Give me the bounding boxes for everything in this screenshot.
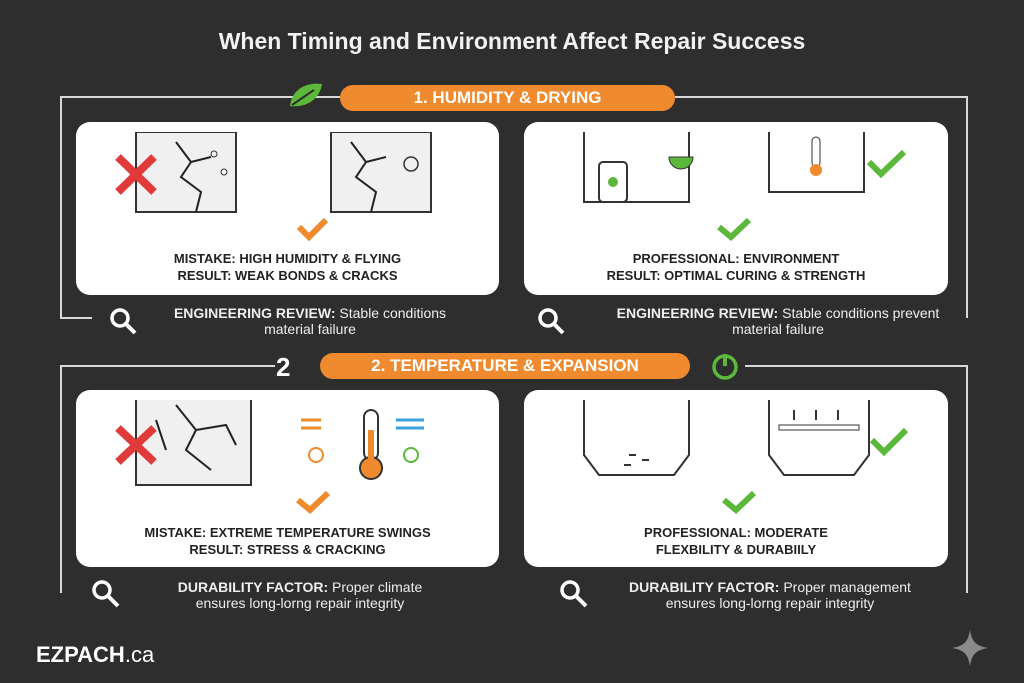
result-text: RESULT: STRESS & CRACKING [189, 542, 386, 557]
section-number: 2 [276, 352, 291, 382]
cracked-wall-thermometer-illustration [115, 400, 424, 515]
review-text: ensures long-lorng repair integrity [195, 595, 405, 611]
magnifier-icon [92, 580, 120, 608]
engineering-review-note: ENGINEERING REVIEW: Stable conditions pr… [578, 305, 978, 337]
logo-suffix: .ca [124, 642, 155, 667]
mistake-text: MISTAKE: HIGH HUMIDITY & FLYING [173, 251, 402, 266]
magnifier-icon [110, 308, 137, 335]
divider [745, 365, 968, 367]
magnifier-icon [538, 308, 565, 335]
expansion-joint-illustration [583, 400, 909, 515]
divider [966, 96, 968, 318]
section-2-header: 2. TEMPERATURE & EXPANSION [320, 353, 690, 379]
controlled-environment-illustration [583, 132, 907, 242]
divider [60, 317, 92, 319]
divider [675, 96, 968, 98]
sparkle-icon [952, 630, 988, 666]
review-text: Proper climate [332, 579, 423, 595]
review-text: material failure [732, 321, 824, 337]
review-label: ENGINEERING REVIEW: [616, 305, 779, 321]
divider [60, 96, 340, 98]
mistake-card-temperature: MISTAKE: EXTREME TEMPERATURE SWINGS RESU… [76, 390, 499, 567]
mistake-text: MISTAKE: EXTREME TEMPERATURE SWINGS [144, 525, 431, 540]
result-text: RESULT: WEAK BONDS & CRACKS [177, 268, 398, 283]
review-text: Stable conditions [339, 305, 447, 321]
logo-brand: EZPACH [36, 642, 125, 667]
review-text: Stable conditions prevent [782, 305, 940, 321]
review-text: ensures long-lorng repair integrity [665, 595, 875, 611]
divider [60, 365, 275, 367]
brand-logo: EZPACH.ca [36, 642, 154, 668]
review-text: Proper management [783, 579, 911, 595]
divider [60, 96, 62, 318]
professional-text: PROFESSIONAL: MODERATE [644, 525, 828, 540]
divider [60, 365, 62, 593]
result-text: FLEXBILITY & DURABIILY [655, 542, 817, 557]
review-label: DURABILITY FACTOR: [629, 579, 780, 595]
review-label: ENGINEERING REVIEW: [173, 305, 336, 321]
divider [966, 365, 968, 593]
professional-card-humidity: PROFESSIONAL: ENVIRONMENT RESULT: OPTIMA… [524, 122, 948, 295]
review-text: material failure [264, 321, 356, 337]
section-1-header: 1. HUMIDITY & DRYING [340, 85, 675, 111]
page-title: When Timing and Environment Affect Repai… [218, 28, 806, 54]
magnifier-icon [560, 580, 588, 608]
power-icon [712, 354, 738, 380]
professional-text: PROFESSIONAL: ENVIRONMENT [632, 251, 840, 266]
result-text: RESULT: OPTIMAL CURING & STRENGTH [606, 268, 866, 283]
review-label: DURABILITY FACTOR: [177, 579, 329, 595]
leaf-icon [290, 83, 322, 107]
professional-card-temperature: PROFESSIONAL: MODERATE FLEXBILITY & DURA… [524, 390, 948, 567]
cracked-wall-illustration [115, 132, 432, 242]
mistake-card-humidity: MISTAKE: HIGH HUMIDITY & FLYING RESULT: … [76, 122, 499, 295]
